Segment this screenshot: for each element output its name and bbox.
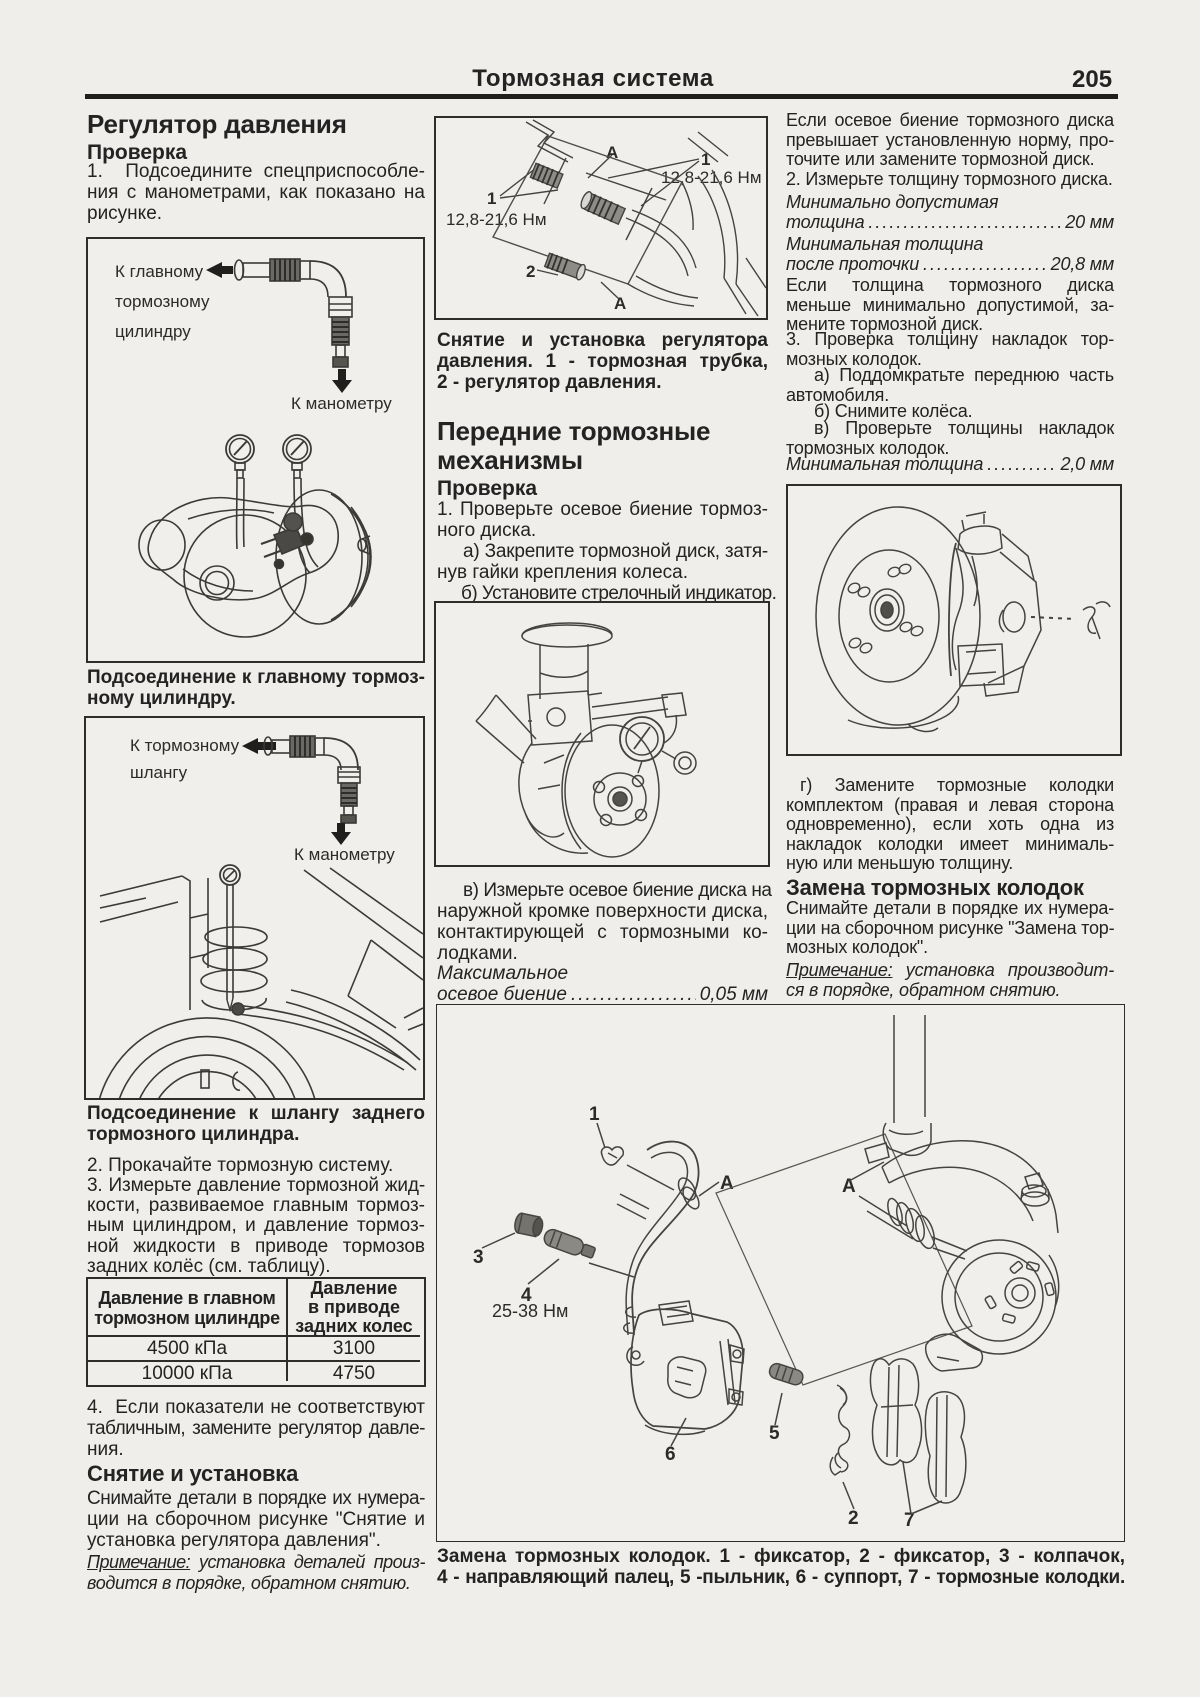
svg-text:А: А <box>614 294 626 313</box>
svg-text:К манометру: К манометру <box>294 845 395 864</box>
svg-text:4: 4 <box>521 1285 532 1306</box>
svg-text:шлангу: шлангу <box>130 763 188 782</box>
svg-text:К главному: К главному <box>115 262 204 281</box>
svg-text:5: 5 <box>769 1423 780 1444</box>
svg-text:3: 3 <box>473 1247 484 1268</box>
svg-text:1: 1 <box>589 1104 600 1125</box>
svg-text:тормозному: тормозному <box>115 292 210 311</box>
svg-text:2: 2 <box>526 262 535 281</box>
svg-text:2: 2 <box>848 1508 859 1529</box>
svg-text:7: 7 <box>904 1510 915 1531</box>
svg-text:К манометру: К манометру <box>291 394 392 413</box>
svg-text:12,8-21,6 Нм: 12,8-21,6 Нм <box>446 210 547 229</box>
svg-text:А: А <box>842 1176 856 1197</box>
svg-text:12,8-21,6 Нм: 12,8-21,6 Нм <box>661 168 762 187</box>
svg-text:1: 1 <box>487 189 496 208</box>
svg-text:1: 1 <box>701 150 710 169</box>
svg-text:25-38 Нм: 25-38 Нм <box>492 1301 568 1321</box>
svg-text:6: 6 <box>665 1444 676 1465</box>
svg-text:К тормозному: К тормозному <box>130 736 240 755</box>
svg-text:цилиндру: цилиндру <box>115 322 191 341</box>
svg-text:А: А <box>720 1173 734 1194</box>
